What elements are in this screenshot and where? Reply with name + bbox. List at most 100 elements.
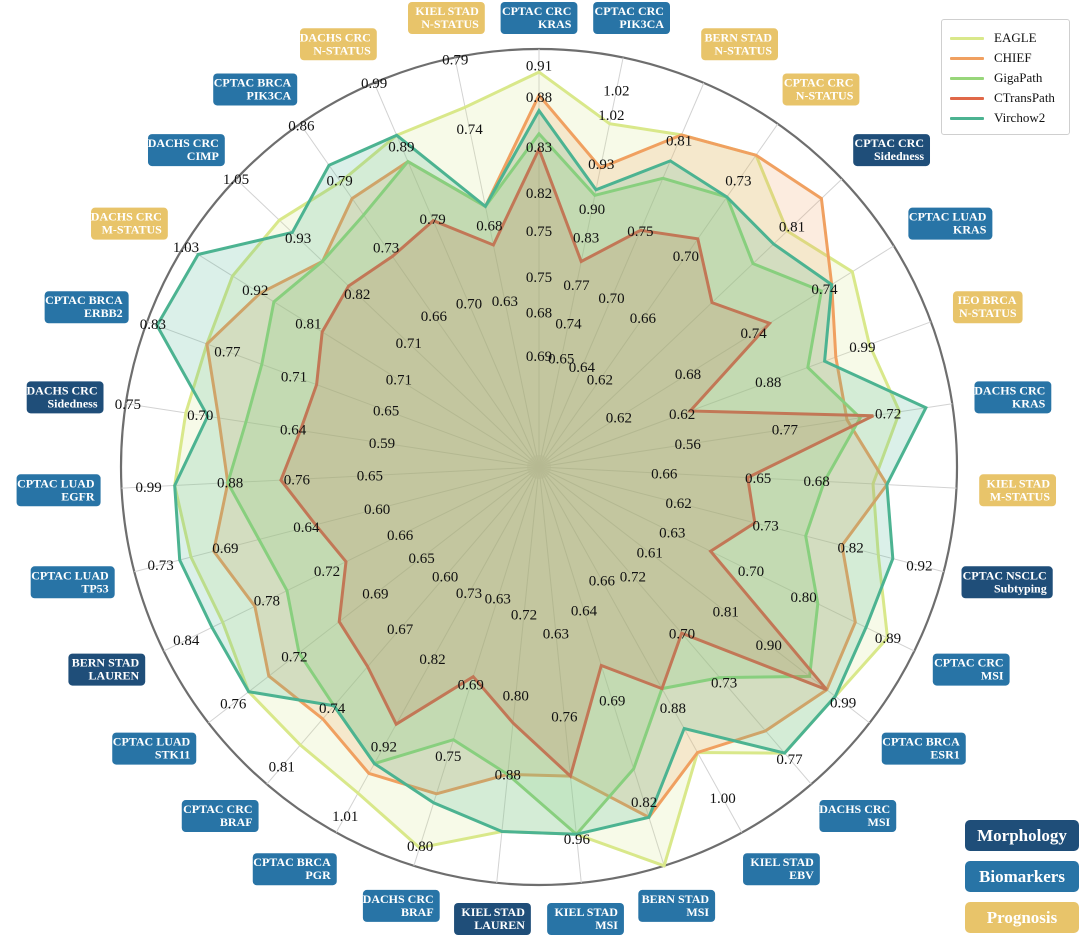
value-label: 1.05	[223, 172, 249, 188]
value-label: 0.65	[548, 351, 574, 367]
axis-label-text: BRAF	[220, 815, 253, 829]
value-label: 0.82	[631, 795, 657, 811]
value-label: 0.75	[115, 397, 141, 413]
value-label: 0.70	[673, 249, 699, 265]
spoke-line	[538, 466, 915, 652]
value-label: 0.75	[526, 270, 552, 286]
value-label: 0.77	[776, 752, 803, 768]
value-label: 0.86	[288, 119, 315, 135]
value-label: 0.79	[420, 212, 446, 228]
spoke-line	[134, 466, 540, 573]
axis-label-text: N-STATUS	[796, 88, 854, 102]
legend-item-chief: CHIEF	[950, 49, 1032, 67]
value-label: 0.81	[295, 316, 321, 332]
value-label: 0.60	[432, 569, 458, 585]
spoke-line	[538, 466, 582, 883]
grid-layer	[119, 47, 959, 887]
axis-label-bg	[112, 732, 197, 765]
value-label: 0.68	[476, 218, 502, 234]
axis-label-text: EBV	[789, 868, 814, 882]
value-label: 0.91	[526, 59, 552, 75]
axis-label-text: CPTAC BRCA	[45, 293, 123, 307]
value-label: 0.99	[849, 340, 875, 356]
axis-label-text: CPTAC LUAD	[909, 210, 987, 224]
axis-label-text: N-STATUS	[313, 43, 371, 57]
axis-label-bg	[26, 381, 104, 414]
center-dot	[527, 455, 551, 479]
axis-label-text: BERN STAD	[705, 30, 773, 44]
value-label: 0.89	[875, 631, 901, 647]
axis-label-text: Sidedness	[47, 396, 97, 410]
axis-label-text: KIEL STAD	[415, 4, 479, 18]
axis-label-text: CPTAC CRC	[183, 802, 252, 816]
axis-label-text: MSI	[868, 815, 891, 829]
value-label: 0.68	[526, 305, 552, 321]
axis-label-text: DACHS CRC	[819, 802, 890, 816]
axis-label-bg	[91, 207, 168, 240]
axis-label-text: N-STATUS	[959, 306, 1017, 320]
value-label: 0.63	[543, 626, 569, 642]
axis-label-text: DACHS CRC	[91, 210, 162, 224]
value-label: 0.65	[745, 471, 771, 487]
value-label: 0.82	[837, 541, 863, 557]
value-label: 0.61	[637, 546, 663, 562]
axis-label-bg	[547, 903, 624, 935]
value-label: 0.68	[675, 367, 701, 383]
axis-label-text: IEO BRCA	[958, 293, 1017, 307]
spoke-line	[163, 466, 540, 652]
axis-label-text: DACHS CRC	[300, 30, 371, 44]
value-label: 0.88	[526, 90, 552, 106]
value-label: 0.81	[713, 605, 739, 621]
series-layer	[155, 70, 928, 868]
value-label-layer: 0.690.750.820.880.650.770.901.020.640.70…	[115, 53, 933, 855]
axis-label-bg	[979, 474, 1057, 507]
value-label: 0.59	[369, 436, 395, 452]
legend-label: GigaPath	[994, 70, 1043, 85]
value-label: 0.89	[388, 139, 414, 155]
legend-swatch	[950, 116, 984, 120]
value-label: 1.02	[603, 83, 629, 99]
spoke-line	[266, 466, 540, 785]
value-label: 0.77	[214, 345, 241, 361]
legend-item-ctranspath: CTransPath	[950, 89, 1055, 107]
axis-label-text: M-STATUS	[102, 223, 163, 237]
value-label: 0.73	[373, 240, 399, 256]
axis-label-text: CPTAC CRC	[934, 656, 1003, 670]
axis-label-text: MSI	[686, 905, 709, 919]
spoke-line	[335, 466, 540, 833]
value-label: 0.63	[485, 592, 511, 608]
spoke-line	[235, 178, 540, 468]
spoke-line	[538, 403, 953, 468]
value-label: 0.60	[364, 502, 390, 518]
value-label: 0.74	[456, 122, 483, 138]
axis-label-text: KIEL STAD	[461, 905, 525, 919]
axis-label-bg	[68, 653, 146, 686]
axis-label-bg	[30, 566, 115, 599]
axis-label-text: TP53	[81, 581, 108, 595]
value-label: 0.92	[242, 283, 268, 299]
value-label: 0.71	[281, 369, 307, 385]
axis-label-text: DACHS CRC	[363, 892, 434, 906]
axis-label-text: LAUREN	[89, 669, 140, 683]
axis-label-text: CPTAC BRCA	[214, 75, 292, 89]
value-label: 0.82	[344, 287, 370, 303]
axis-label-text: KIEL STAD	[554, 905, 618, 919]
axis-label-text: M-STATUS	[990, 489, 1051, 503]
axis-label-text: N-STATUS	[421, 17, 479, 31]
axis-label-bg	[44, 291, 129, 324]
value-label: 0.69	[212, 541, 238, 557]
axis-label-text: ESR1	[930, 748, 959, 762]
axis-label-text: KRAS	[1012, 396, 1046, 410]
spoke-line	[121, 466, 540, 489]
value-label: 1.02	[598, 108, 624, 124]
value-label: 0.62	[587, 373, 613, 389]
value-label: 0.75	[627, 224, 653, 240]
axis-label-bg	[454, 903, 531, 935]
axis-label-bg	[701, 28, 779, 61]
value-label: 1.03	[173, 240, 199, 256]
value-label: 0.64	[293, 520, 320, 536]
value-label: 0.77	[772, 422, 799, 438]
value-label: 0.99	[830, 695, 856, 711]
value-label: 1.01	[332, 809, 358, 825]
